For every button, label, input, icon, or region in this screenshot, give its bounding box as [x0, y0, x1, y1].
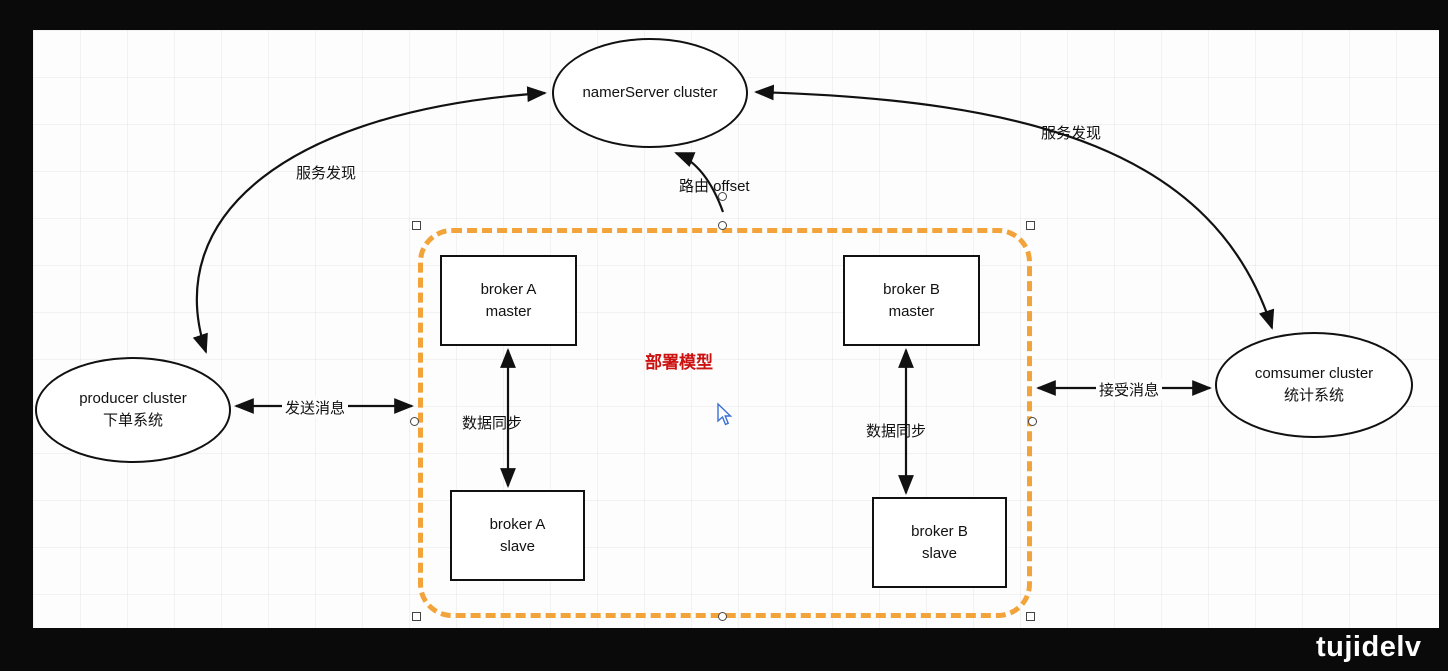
node-label: broker A — [480, 280, 537, 298]
node-label: broker B — [883, 280, 940, 298]
node-label: producer cluster — [79, 390, 187, 408]
node-consumer-cluster[interactable]: comsumer cluster 统计系统 — [1215, 332, 1413, 438]
node-sublabel: 统计系统 — [1283, 387, 1344, 404]
selection-handle-w[interactable] — [410, 417, 419, 426]
selection-handle-ne[interactable] — [1026, 221, 1035, 230]
selection-rotate-handle[interactable] — [718, 192, 727, 201]
node-label: comsumer cluster — [1254, 365, 1374, 383]
data-sync-a-label[interactable]: 数据同步 — [462, 415, 523, 432]
node-label: broker A — [489, 515, 546, 533]
node-nameserver-cluster[interactable]: namerServer cluster — [552, 38, 748, 148]
selection-handle-sw[interactable] — [412, 612, 421, 621]
selection-handle-nw[interactable] — [412, 221, 421, 230]
node-sublabel: slave — [499, 537, 536, 555]
service-discovery-right-label[interactable]: 服务发现 — [1041, 125, 1102, 142]
node-broker-a-master[interactable]: broker A master — [440, 255, 577, 346]
receive-message-label[interactable]: 接受消息 — [1096, 379, 1163, 400]
service-discovery-left-label[interactable]: 服务发现 — [296, 165, 357, 182]
node-label: namerServer cluster — [582, 84, 718, 102]
node-broker-b-slave[interactable]: broker B slave — [872, 497, 1007, 588]
data-sync-b-label[interactable]: 数据同步 — [866, 423, 927, 440]
node-sublabel: 下单系统 — [102, 412, 163, 429]
selection-handle-e[interactable] — [1028, 417, 1037, 426]
node-broker-b-master[interactable]: broker B master — [843, 255, 980, 346]
selection-handle-se[interactable] — [1026, 612, 1035, 621]
watermark-text: tujidelv — [1316, 631, 1422, 663]
node-sublabel: slave — [921, 544, 958, 562]
node-sublabel: master — [888, 302, 935, 320]
node-label: broker B — [911, 522, 968, 540]
node-broker-a-slave[interactable]: broker A slave — [450, 490, 585, 581]
selection-handle-s[interactable] — [718, 612, 727, 621]
node-producer-cluster[interactable]: producer cluster 下单系统 — [35, 357, 231, 463]
send-message-label[interactable]: 发送消息 — [282, 397, 349, 418]
deploy-model-label[interactable]: 部署模型 — [645, 353, 713, 372]
selection-handle-n[interactable] — [718, 221, 727, 230]
route-offset-label[interactable]: 路由 offset — [679, 178, 750, 195]
node-sublabel: master — [485, 302, 532, 320]
